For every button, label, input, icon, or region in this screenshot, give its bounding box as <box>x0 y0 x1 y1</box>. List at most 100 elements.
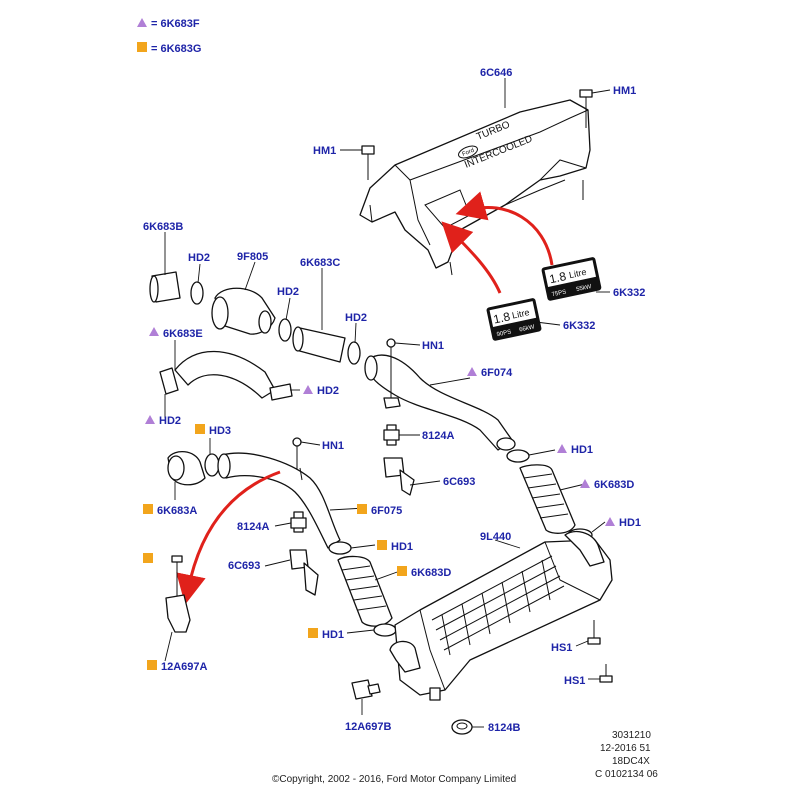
label-hs1-a: HS1 <box>551 642 572 654</box>
nut-hn1-a <box>383 338 401 409</box>
label-6k683b: 6K683B <box>143 221 183 233</box>
label-6c646: 6C646 <box>480 67 512 79</box>
cover-brand: Ford <box>462 148 476 158</box>
legend-square-text: = 6K683G <box>151 43 201 55</box>
decal-b-kw: 66kW <box>519 324 536 333</box>
bracket-6c693-a <box>383 457 415 496</box>
label-6f074: 6F074 <box>481 367 513 379</box>
callout-labels: 6C646 HM1 HM1 6K683B HD2 9F805 6K683C HD… <box>143 67 645 734</box>
label-hd2-e: HD2 <box>159 415 181 427</box>
legend-triangle-text: = 6K683F <box>151 18 200 30</box>
copyright: ©Copyright, 2002 - 2016, Ford Motor Comp… <box>272 774 516 785</box>
label-6c693-b: 6C693 <box>228 560 260 572</box>
label-6k683e: 6K683E <box>163 328 203 340</box>
triangle-marker-icon <box>145 415 155 424</box>
clamp-hd1-d <box>373 623 397 637</box>
label-8124a-b: 8124A <box>237 521 269 533</box>
decal-a-ps: 75PS <box>551 289 567 298</box>
label-8124b: 8124B <box>488 722 520 734</box>
label-6k683c: 6K683C <box>300 257 340 269</box>
intercooler-9l440 <box>389 531 613 701</box>
hose-6k683b <box>149 271 181 303</box>
legend-triangle-code: 6K683F <box>160 18 199 30</box>
ref-line2: 12-2016 51 <box>600 743 651 754</box>
square-marker-icon <box>137 42 147 52</box>
triangle-marker-icon <box>580 479 590 488</box>
triangle-marker-icon <box>605 517 615 526</box>
label-hs1-b: HS1 <box>564 675 585 687</box>
hose-6k683a <box>167 451 206 486</box>
hose-6k683c <box>292 326 346 363</box>
label-hd1-d: HD1 <box>322 629 344 641</box>
arrow-decal-b <box>441 221 502 294</box>
ref-line4: C 0102134 06 <box>595 769 658 780</box>
sensor-12a697b <box>351 679 381 700</box>
bracket-6c693-b <box>289 549 319 596</box>
label-hd3: HD3 <box>209 425 231 437</box>
label-hd1-a: HD1 <box>571 444 593 456</box>
label-hd1-c: HD1 <box>391 541 413 553</box>
sensor-8124a-b <box>290 511 307 533</box>
label-9f805: 9F805 <box>237 251 268 263</box>
square-marker-icon <box>143 504 153 514</box>
ref-line1: 3031210 <box>612 730 651 741</box>
leader-lines <box>164 78 611 728</box>
label-6k683a: 6K683A <box>157 505 197 517</box>
label-hd2-c: HD2 <box>345 312 367 324</box>
label-6k332-b: 6K332 <box>563 320 595 332</box>
arrow-decal-a <box>455 191 554 266</box>
label-6c693-a: 6C693 <box>443 476 475 488</box>
label-hd2-b: HD2 <box>277 286 299 298</box>
pipe-6f074 <box>364 354 516 451</box>
turbo-elbow-9f805 <box>211 287 276 335</box>
bolt-hm1-left <box>361 145 375 180</box>
hose-6k683d-a <box>519 464 576 534</box>
label-12a697b: 12A697B <box>345 721 392 733</box>
decal-a-size: 1.8 <box>548 269 568 286</box>
label-8124a-a: 8124A <box>422 430 454 442</box>
hose-6k683e <box>159 350 293 401</box>
triangle-marker-icon <box>557 444 567 453</box>
nut-hn1-b <box>292 437 302 470</box>
clamp-hd1-c <box>328 541 352 555</box>
decal-75ps: 1.8 Litre 75PS 55kW <box>541 257 602 301</box>
legend-square-code: 6K683G <box>160 43 201 55</box>
legend: = 6K683F = 6K683G <box>137 18 201 55</box>
hose-6k683d-b <box>337 555 393 627</box>
bolt-hs1-a <box>587 620 601 645</box>
square-marker-icon <box>397 566 407 576</box>
reference-block: 3031210 12-2016 51 18DC4X C 0102134 06 <box>595 730 658 780</box>
arrow-to-bracket <box>176 470 281 605</box>
clamp-hd3 <box>204 453 220 477</box>
decal-b-unit: Litre <box>511 307 530 320</box>
square-marker-icon <box>357 504 367 514</box>
grommet-8124b <box>451 719 473 735</box>
decal-90ps: 1.8 Litre 90PS 66kW <box>486 298 542 341</box>
bolt-hs1-b <box>599 664 613 683</box>
square-marker-icon <box>195 424 205 434</box>
decal-b-ps: 90PS <box>496 329 512 338</box>
pipe-6f075 <box>217 452 341 549</box>
label-hm1-left: HM1 <box>313 145 336 157</box>
label-hm1-top: HM1 <box>613 85 636 97</box>
label-hn1-a: HN1 <box>422 340 444 352</box>
sensor-8124a-a <box>383 424 400 446</box>
clamp-hd2-c <box>347 341 361 365</box>
label-6k683d-a: 6K683D <box>594 479 634 491</box>
label-12a697a: 12A697A <box>161 661 208 673</box>
ref-line3: 18DC4X <box>612 756 650 767</box>
label-6k683d-b: 6K683D <box>411 567 451 579</box>
square-marker-icon <box>147 660 157 670</box>
triangle-marker-icon <box>303 385 313 394</box>
label-6k332-a: 6K332 <box>613 287 645 299</box>
square-marker-icon <box>308 628 318 638</box>
bracket-12a697a <box>165 555 191 633</box>
clamp-hd1-a <box>506 449 530 463</box>
square-marker-icon <box>377 540 387 550</box>
engine-cover: Ford TURBO INTERCOOLED <box>359 99 591 276</box>
label-hd2-a: HD2 <box>188 252 210 264</box>
clamp-hd2-b <box>278 318 292 342</box>
square-marker-icon <box>143 553 153 563</box>
decal-a-kw: 55kW <box>576 284 593 293</box>
